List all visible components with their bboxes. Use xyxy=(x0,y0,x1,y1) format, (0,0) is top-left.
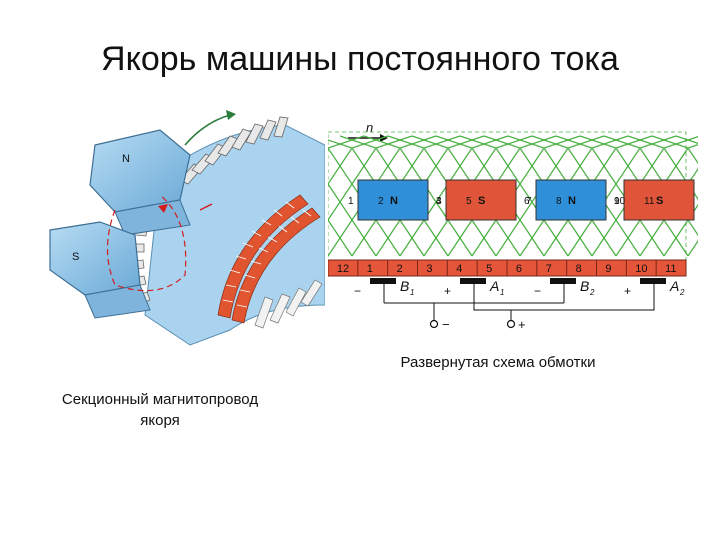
pole-name-label: N xyxy=(390,195,398,207)
pole-name-label: S xyxy=(656,195,663,207)
armature-core-caption: Секционный магнитопровод якоря xyxy=(40,389,280,431)
brush xyxy=(460,278,486,284)
pole-name-label: N xyxy=(568,195,576,207)
commutator-segment-label: 7 xyxy=(546,263,552,275)
commutator-segment-label: 8 xyxy=(576,263,582,275)
commutator-segment-label: 9 xyxy=(605,263,611,275)
pole-south-label: S xyxy=(72,251,79,263)
pole-slot-label: 8 xyxy=(556,196,562,207)
armature-core-caption-line2: якоря xyxy=(40,410,280,431)
commutator-segment-label: 5 xyxy=(486,263,492,275)
armature-core-caption-line1: Секционный магнитопровод xyxy=(40,389,280,410)
brush xyxy=(550,278,576,284)
positive-bus xyxy=(474,303,654,320)
pole-name-label: S xyxy=(478,195,485,207)
brush-label: B xyxy=(580,278,589,294)
pole-north xyxy=(90,130,190,235)
brush-label: B xyxy=(400,278,409,294)
winding-diagram-caption: Развернутая схема обмотки xyxy=(330,354,666,371)
brush-subscript: 2 xyxy=(679,288,685,297)
pole-slot-label: 11 xyxy=(644,196,655,207)
pole-slot-label: 4 xyxy=(436,196,442,207)
rotation-arrow-icon xyxy=(226,110,236,120)
brush-subscript: 2 xyxy=(589,288,595,297)
terminal-plus-label: + xyxy=(518,317,526,332)
pole-north-label: N xyxy=(122,153,130,165)
terminal-minus-label: − xyxy=(442,317,450,332)
brush xyxy=(640,278,666,284)
brush-polarity: + xyxy=(624,284,631,298)
brush-label: A xyxy=(669,278,679,294)
commutator-segment-label: 2 xyxy=(397,263,403,275)
brush-polarity: + xyxy=(444,284,451,298)
brush-subscript: 1 xyxy=(500,288,504,297)
pole-slot-label: 5 xyxy=(466,196,472,207)
pole-slot-label: 1 xyxy=(348,196,354,207)
commutator-segment-label: 3 xyxy=(426,263,432,275)
commutator-segment-label: 10 xyxy=(635,263,647,275)
terminal-minus-icon xyxy=(431,321,438,328)
brush-polarity: − xyxy=(354,284,361,298)
commutator-segment-label: 6 xyxy=(516,263,522,275)
pole-slot-label: 10 xyxy=(614,196,626,207)
direction-label: n xyxy=(366,120,373,135)
commutator-segment-label: 4 xyxy=(456,263,462,275)
commutator-segment-label: 11 xyxy=(665,263,676,275)
armature-core-illustration: N S xyxy=(40,100,325,350)
terminal-plus-icon xyxy=(508,321,515,328)
brush-label: A xyxy=(489,278,499,294)
commutator-segment-label: 12 xyxy=(337,263,349,275)
pole-slot-label: 7 xyxy=(526,196,532,207)
brush-subscript: 1 xyxy=(410,288,414,297)
slide-title: Якорь машины постоянного тока xyxy=(0,40,720,79)
brush xyxy=(370,278,396,284)
brush-polarity: − xyxy=(534,284,541,298)
commutator-segment-label: 1 xyxy=(367,263,373,275)
pole-slot-label: 2 xyxy=(378,196,384,207)
pole-south xyxy=(50,222,150,318)
